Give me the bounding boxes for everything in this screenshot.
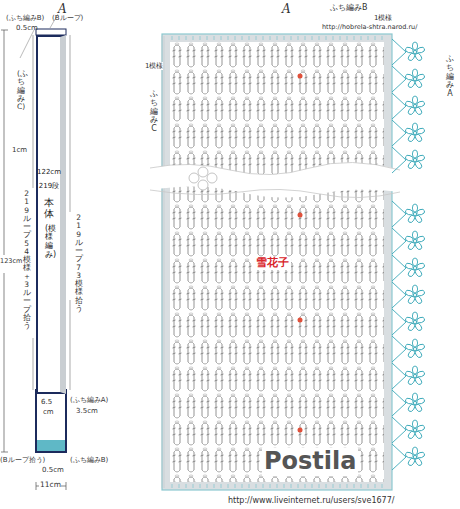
watermark: 雪花子 — [254, 257, 291, 270]
dimension: 0.5cm — [16, 24, 38, 32]
edge-name: (ふち編みB) — [6, 14, 44, 22]
dimension: cm — [43, 408, 54, 416]
part-name: (模様編み) — [45, 225, 53, 260]
dimension: 11cm — [40, 481, 61, 490]
watermark-url: http://www.liveinternet.ru/users/sve1677… — [228, 496, 394, 505]
dimension: 1cm — [12, 146, 27, 154]
loop-note: (Bループ) — [52, 14, 83, 22]
part-name: 本体 — [44, 197, 54, 219]
edge-name: ふち編みC — [150, 90, 158, 134]
repeat-note: 1模様 — [374, 14, 392, 22]
dimension: 122cm — [37, 169, 61, 177]
dimension: 3.5cm — [76, 407, 98, 415]
body-panel: 122cm 219段本体 (模様編み) — [36, 35, 66, 394]
dimension: 0.5cm — [42, 466, 64, 474]
stitch-count: 219ループ73模様拾う — [75, 214, 83, 313]
edge-name: ふち編みA — [446, 55, 454, 99]
loop-note: (Bループ拾う) — [0, 456, 45, 464]
edge-name: (ふち編みC) — [17, 70, 25, 111]
watermark: Postila — [262, 448, 358, 476]
edge-name: ふち編みB — [330, 3, 368, 12]
view-letter: A — [282, 3, 291, 17]
watermark-url: http://hobrela-shtra.narod.ru/ — [322, 24, 417, 31]
dimension: 219段 — [39, 183, 59, 191]
edge-name: (ふち編みA) — [70, 396, 108, 404]
repeat-note: 1模様 — [145, 62, 163, 70]
stitch-count: 219ループ54模様＋3ループ拾う — [23, 190, 31, 330]
dimension: 123cm — [0, 258, 22, 265]
edge-name: (ふち編みB) — [70, 456, 108, 464]
dimension: 6.5 — [41, 398, 52, 406]
